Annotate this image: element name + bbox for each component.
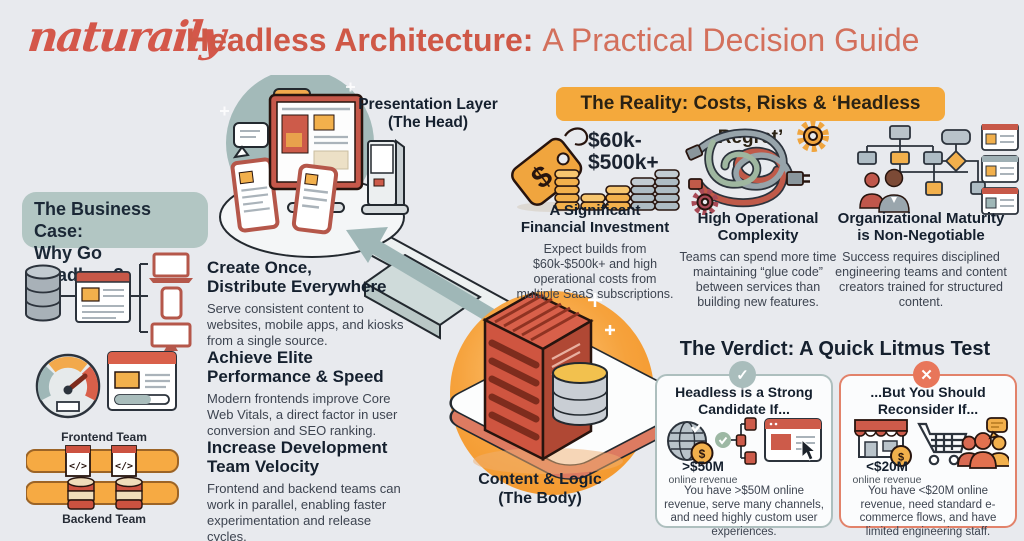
verdict-strong-stat: >$50M online revenue xyxy=(663,459,743,486)
coin-icon: $ xyxy=(690,441,714,465)
verdict-reconsider-title: ...But You Should Reconsider If... xyxy=(870,384,986,417)
reality-item-title: High Operational Complexity xyxy=(697,210,819,245)
channels-check-icon xyxy=(715,417,757,465)
verdict-reconsider-body: You have <$20M online revenue, need stan… xyxy=(859,485,997,538)
stat-label: online revenue xyxy=(668,474,738,486)
reality-banner: The Reality: Costs, Risks & ‘Headless Re… xyxy=(556,87,945,148)
strong-candidate-icons: $ xyxy=(667,417,822,465)
tablet-icon xyxy=(230,157,280,233)
code-block-icon: </> </> xyxy=(65,445,137,477)
plug-icon xyxy=(786,171,810,186)
reality-item-complexity: High Operational Complexity Teams can sp… xyxy=(678,210,838,310)
people-icon xyxy=(859,168,910,213)
monitor-icon xyxy=(268,93,364,213)
benefit-performance: Achieve Elite Performance & Speed Modern… xyxy=(207,348,412,439)
performance-speed-icon xyxy=(35,351,177,419)
reality-item-body: Teams can spend more time maintaining “g… xyxy=(679,249,837,309)
database-stack-icon xyxy=(67,476,143,510)
svg-text:$: $ xyxy=(898,452,904,464)
benefit-body: Serve consistent content to websites, mo… xyxy=(207,301,404,349)
tangled-wires-icon xyxy=(685,120,829,215)
verdict-strong-title: Headless is a Strong Candidate If... xyxy=(675,384,813,417)
verdict-reconsider-box: ...But You Should Reconsider If... $ xyxy=(839,374,1017,538)
gear-icon xyxy=(691,120,829,215)
coin-stacks-icon xyxy=(554,169,680,211)
stat-label: online revenue xyxy=(852,474,922,486)
stat-value: <$20M xyxy=(866,459,908,474)
benefit-title: Achieve Elite Performance & Speed xyxy=(207,348,384,387)
svg-text:$: $ xyxy=(699,447,706,461)
org-chart-icon xyxy=(857,124,1019,215)
team-velocity-icon: </> </> xyxy=(26,445,179,510)
content-logic-label: Content & Logic (The Body) xyxy=(478,471,602,507)
distribute-everywhere-icon xyxy=(25,252,193,351)
sparkle-icon xyxy=(588,293,615,335)
benefit-body: Frontend and backend teams can work in p… xyxy=(207,481,401,541)
reality-item-title: A Significant Financial Investment xyxy=(520,202,670,237)
verdict-title: The Verdict: A Quick Litmus Test xyxy=(679,338,991,360)
svg-text:</>: </> xyxy=(115,461,133,472)
database-icon xyxy=(552,362,608,426)
page-title-strong: Headless Architecture: xyxy=(186,22,534,58)
benefit-create-once: Create Once, Distribute Everywhere Serve… xyxy=(207,258,412,349)
people-group-icon xyxy=(957,417,1009,469)
reality-item-body: Expect builds from $60k-$500k+ and high … xyxy=(516,241,674,301)
cost-range-stat: $60k- $500k+ xyxy=(588,129,659,175)
reality-item-maturity: Organizational Maturity is Non-Negotiabl… xyxy=(835,210,1007,310)
page-title: Headless Architecture:A Practical Decisi… xyxy=(186,22,919,59)
price-tag-icon: $ xyxy=(511,127,680,212)
page-title-rest: A Practical Decision Guide xyxy=(542,22,920,58)
content-card-icon xyxy=(981,124,1019,215)
verdict-strong-body: You have >$50M online revenue, serve man… xyxy=(664,485,824,538)
sparkle-icon xyxy=(220,82,355,191)
headless-architecture-diagram xyxy=(219,75,691,495)
storefront-icon: $ xyxy=(854,419,912,467)
shopping-cart-icon xyxy=(917,422,968,466)
verdict-reconsider-stat: <$20M online revenue xyxy=(847,459,927,486)
business-case-title: The Business Case: Why Go Headless? xyxy=(22,192,208,285)
benefit-title: Create Once, Distribute Everywhere xyxy=(207,258,387,297)
frontend-team-label: Frontend Team xyxy=(61,430,147,444)
stat-value: >$50M xyxy=(682,459,724,474)
kiosk-icon xyxy=(361,139,409,215)
verdict-strong-box: Headless is a Strong Candidate If... $ xyxy=(655,374,833,538)
svg-text:</>: </> xyxy=(69,461,87,472)
benefit-body: Modern frontends improve Core Web Vitals… xyxy=(207,391,398,439)
reality-item-title: Organizational Maturity is Non-Negotiabl… xyxy=(837,210,1005,245)
reconsider-icons: $ xyxy=(854,417,1009,469)
pipe-junction xyxy=(363,253,482,340)
benefit-title: Increase Development Team Velocity xyxy=(207,438,388,477)
check-badge-icon: ✓ xyxy=(729,361,756,388)
presentation-layer-label: Presentation Layer (The Head) xyxy=(358,96,498,132)
reality-item-body: Success requires disciplined engineering… xyxy=(835,249,1007,309)
browser-cursor-icon xyxy=(764,418,822,462)
reality-item-investment: A Significant Financial Investment Expec… xyxy=(512,202,678,302)
phone-icon xyxy=(291,163,339,235)
benefit-velocity: Increase Development Team Velocity Front… xyxy=(207,438,412,541)
close-badge-icon: ✕ xyxy=(913,361,940,388)
backend-team-label: Backend Team xyxy=(62,512,146,526)
